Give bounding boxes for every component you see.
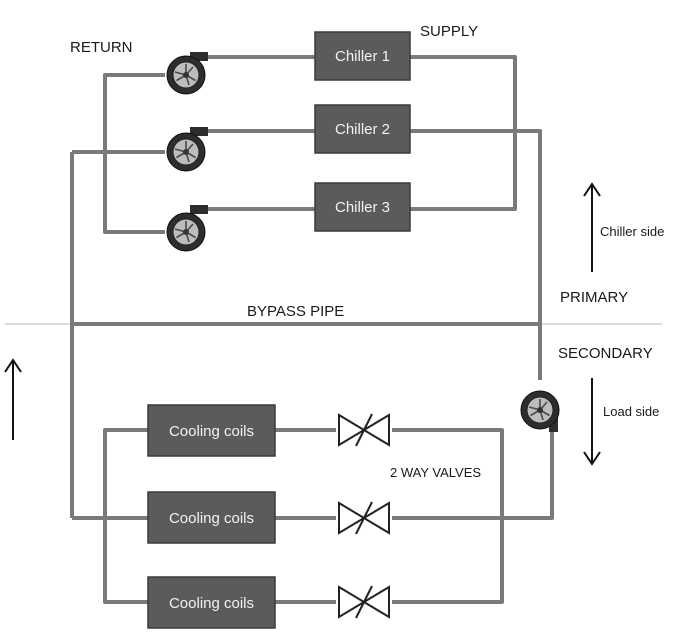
secondary-pipes [70, 152, 554, 604]
primary-pump-2-icon [166, 127, 208, 172]
chiller-2: Chiller 2 [314, 104, 411, 154]
cooling-coil-3-label: Cooling coils [169, 595, 254, 612]
cooling-coil-1-label: Cooling coils [169, 423, 254, 440]
secondary-label: SECONDARY [558, 345, 653, 362]
two-way-valves-label: 2 WAY VALVES [390, 465, 481, 480]
primary-pump-3-icon [166, 205, 208, 252]
chiller-side-arrow-icon [583, 182, 601, 272]
chiller-2-label: Chiller 2 [335, 121, 390, 138]
chiller-1-label: Chiller 1 [335, 48, 390, 65]
two-way-valve-3-icon [338, 585, 390, 619]
return-label: RETURN [70, 39, 133, 56]
bypass-pipe-label: BYPASS PIPE [247, 303, 344, 320]
supply-label: SUPPLY [420, 23, 478, 40]
load-side-arrow-icon [583, 378, 601, 466]
cooling-coil-3: Cooling coils [147, 576, 276, 629]
cooling-coil-2: Cooling coils [147, 491, 276, 544]
cooling-coil-1: Cooling coils [147, 404, 276, 457]
secondary-pump-icon [520, 390, 560, 432]
two-way-valve-2-icon [338, 501, 390, 535]
primary-pipes [72, 55, 542, 380]
chiller-side-label: Chiller side [600, 224, 664, 239]
primary-pump-1-icon [166, 52, 208, 95]
left-up-arrow-icon [4, 358, 22, 440]
two-way-valve-1-icon [338, 413, 390, 447]
chiller-1: Chiller 1 [314, 31, 411, 81]
chiller-3: Chiller 3 [314, 182, 411, 232]
chiller-3-label: Chiller 3 [335, 199, 390, 216]
load-side-label: Load side [603, 404, 659, 419]
cooling-coil-2-label: Cooling coils [169, 510, 254, 527]
primary-label: PRIMARY [560, 289, 628, 306]
